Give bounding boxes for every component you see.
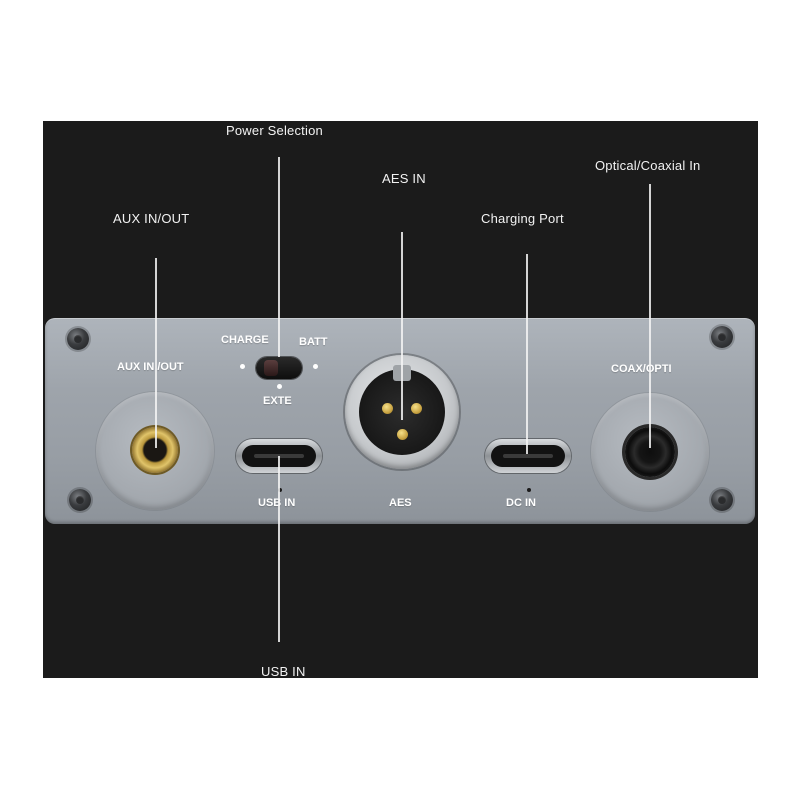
leader-optical-coaxial-in	[649, 184, 651, 448]
callout-power-selection: Power Selection	[226, 123, 323, 138]
leader-usb-in	[278, 456, 280, 642]
callout-charging-port: Charging Port	[481, 211, 564, 226]
label-charge: CHARGE	[221, 334, 269, 346]
indicator-dot-exte	[277, 384, 282, 389]
label-usb-in: USB IN	[258, 497, 296, 509]
callout-usb-in: USB IN	[261, 664, 306, 679]
callout-aux-in-out: AUX IN/OUT	[113, 211, 190, 226]
indicator-dot-batt	[313, 364, 318, 369]
leader-aes-in	[401, 232, 403, 420]
power-selection-switch[interactable]	[256, 357, 302, 379]
label-exte: EXTE	[263, 395, 292, 407]
leader-charging-port	[526, 254, 528, 454]
screw-bottom-right	[711, 489, 733, 511]
leader-aux-in-out	[155, 258, 157, 448]
screw-bottom-left	[69, 489, 91, 511]
label-dc-in: DC IN	[506, 497, 536, 509]
label-aux: AUX IN /OUT	[117, 361, 184, 373]
indicator-dot-charge	[240, 364, 245, 369]
dc-indicator-dot	[527, 488, 531, 492]
label-coax-opti: COAX/OPTI	[611, 363, 672, 375]
xlr-pin-3	[397, 429, 408, 440]
callout-optical-coaxial-in: Optical/Coaxial In	[595, 158, 701, 173]
callout-aes-in: AES IN	[382, 171, 426, 186]
leader-power-selection	[278, 157, 280, 357]
switch-knob	[264, 360, 278, 376]
dc-in-port[interactable]	[485, 439, 571, 473]
xlr-pin-2	[411, 403, 422, 414]
label-aes: AES	[389, 497, 412, 509]
screw-top-left	[67, 328, 89, 350]
xlr-pin-1	[382, 403, 393, 414]
label-batt: BATT	[299, 336, 328, 348]
screw-top-right	[711, 326, 733, 348]
usb-indicator-dot	[278, 488, 282, 492]
